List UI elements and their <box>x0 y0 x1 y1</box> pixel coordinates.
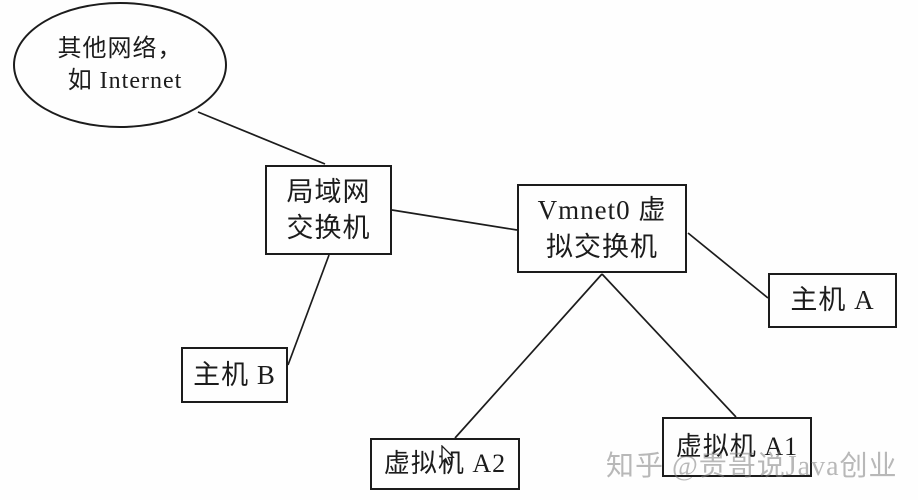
edge-vmnet0-vma1 <box>601 273 737 418</box>
zhihu-watermark: 知乎 @贵哥说Java创业 <box>606 451 898 482</box>
host-a-label: 主机 A <box>790 285 875 316</box>
mouse-pointer-icon <box>441 445 455 466</box>
internet-label-line2: 如 Internet <box>67 68 183 94</box>
node-vmnet0-virtual-switch: Vmnet0 虚 拟交换机 <box>517 184 687 273</box>
edge-internet-lan <box>197 111 326 165</box>
edge-vmnet0-vma2 <box>454 273 603 439</box>
node-lan-switch: 局域网 交换机 <box>265 165 392 255</box>
edge-vmnet0-hosta <box>687 232 769 299</box>
internet-label-line1: 其他网络， <box>57 35 183 62</box>
node-host-b: 主机 B <box>181 347 288 403</box>
node-host-a: 主机 A <box>768 273 897 328</box>
node-vm-a1: 虚拟机 A1 <box>662 417 812 477</box>
lan-switch-label-line2: 交换机 <box>286 213 371 243</box>
vm-a1-label: 虚拟机 A1 <box>675 432 799 462</box>
edge-lan-hostb <box>287 254 330 366</box>
vmnet0-label-line1: Vmnet0 虚 <box>537 195 667 226</box>
edge-lan-vmnet0 <box>391 209 518 231</box>
lan-switch-label-line1: 局域网 <box>286 176 371 207</box>
vmnet0-label-line2: 拟交换机 <box>546 231 658 262</box>
host-b-label: 主机 B <box>193 359 276 390</box>
node-internet-cloud: 其他网络， 如 Internet <box>13 2 227 128</box>
